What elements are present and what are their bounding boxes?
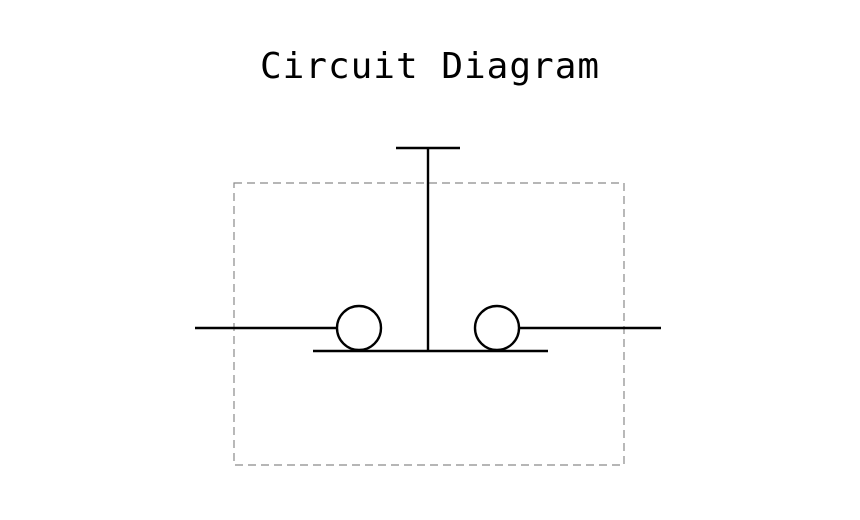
left-contact-circle xyxy=(335,304,383,352)
diagram-title: Circuit Diagram xyxy=(259,46,601,87)
right-contact-circle xyxy=(473,304,521,352)
